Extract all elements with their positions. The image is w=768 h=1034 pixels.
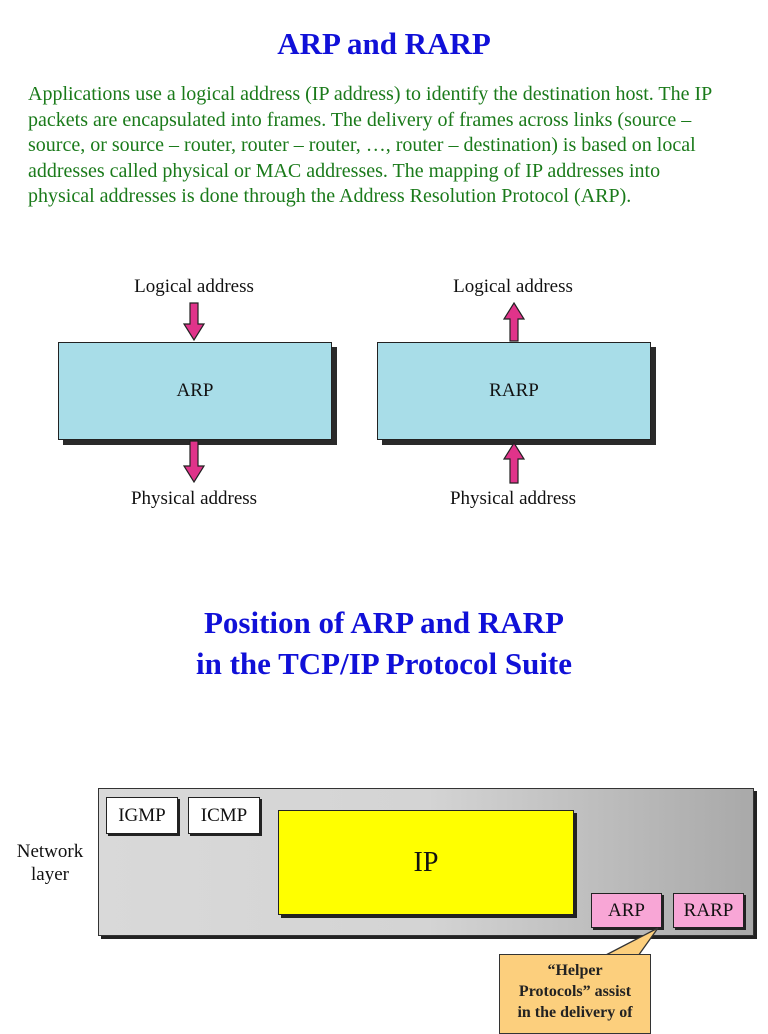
position-title-line2: in the TCP/IP Protocol Suite <box>195 646 573 681</box>
rarp-logical-address-label: Logical address <box>453 276 573 297</box>
arp-box-label: ARP <box>176 380 214 401</box>
rarp-helper-label: RARP <box>683 899 734 921</box>
rarp-helper-box: RARP <box>673 893 744 928</box>
intro-paragraph: Applications use a logical address (IP a… <box>28 83 713 207</box>
arp-output-arrow-icon <box>182 440 206 484</box>
arp-physical-address-label: Physical address <box>130 488 258 509</box>
arp-helper-box: ARP <box>591 893 662 928</box>
rarp-physical-address-label: Physical address <box>449 488 577 509</box>
ip-label: IP <box>413 846 439 878</box>
arp-down-arrow-icon <box>182 302 206 342</box>
rarp-box: RARP <box>377 342 651 440</box>
position-title-line1: Position of ARP and RARP <box>204 605 564 640</box>
ip-box: IP <box>278 810 574 915</box>
icmp-label: ICMP <box>200 804 248 826</box>
icmp-box: ICMP <box>188 797 260 834</box>
rarp-input-arrow-icon <box>502 442 526 484</box>
slide-title-position: Position of ARP and RARP in the TCP/IP P… <box>0 602 768 684</box>
arp-helper-label: ARP <box>608 899 645 921</box>
helper-protocols-callout: “Helper Protocols” assist in the deliver… <box>499 954 651 1034</box>
slide-title-arp-rarp: ARP and RARP <box>277 26 491 61</box>
igmp-box: IGMP <box>106 797 178 834</box>
igmp-label: IGMP <box>118 804 166 826</box>
network-layer-label: Network layer <box>16 841 84 885</box>
rarp-box-label: RARP <box>489 380 539 401</box>
arp-logical-address-label: Logical address <box>134 276 254 297</box>
rarp-up-arrow-icon <box>502 302 526 342</box>
arp-box: ARP <box>58 342 332 440</box>
